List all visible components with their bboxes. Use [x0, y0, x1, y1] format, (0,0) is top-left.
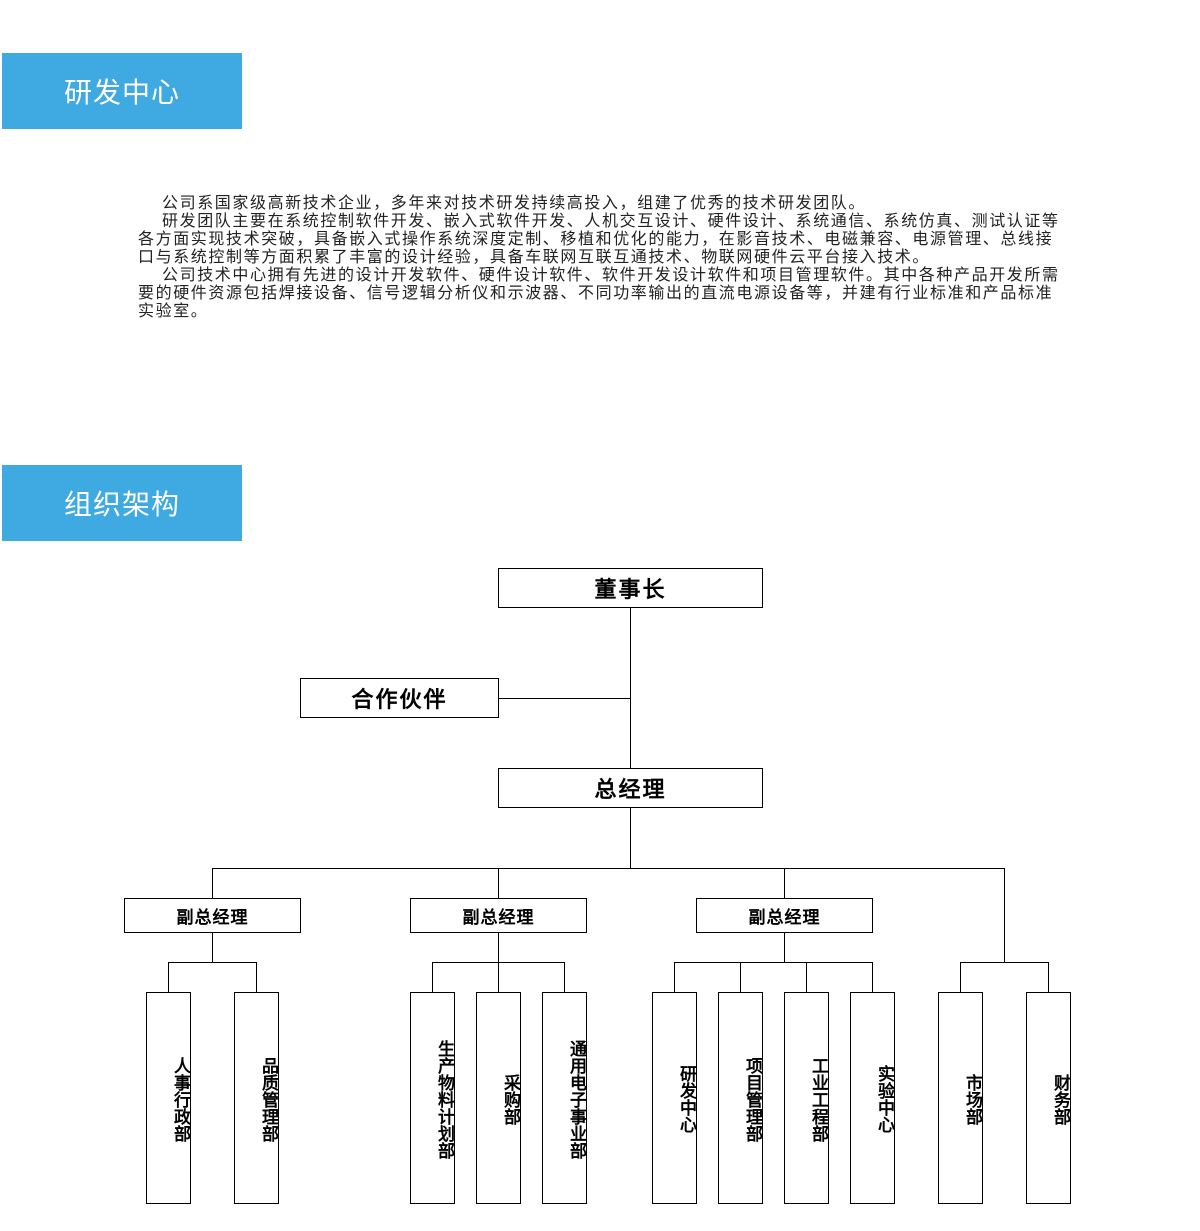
section-header-org: 组织架构 [2, 465, 242, 541]
dept-box: 研发中心 [652, 992, 697, 1204]
dept-box: 通用电子事业部 [542, 992, 587, 1204]
vp-box: 副总经理 [410, 898, 587, 933]
dept-box: 人事行政部 [146, 992, 191, 1204]
intro-paragraph: 公司系国家级高新技术企业，多年来对技术研发持续高投入，组建了优秀的技术研发团队。 [162, 193, 867, 212]
dept-box: 采购部 [476, 992, 521, 1204]
vp-box: 副总经理 [124, 898, 301, 933]
vp-box: 副总经理 [696, 898, 873, 933]
dept-box: 品质管理部 [234, 992, 279, 1204]
dept-box: 实验中心 [850, 992, 895, 1204]
dept-box: 项目管理部 [718, 992, 763, 1204]
intro-text: 公司系国家级高新技术企业，多年来对技术研发持续高投入，组建了优秀的技术研发团队。… [138, 194, 1063, 320]
gm-box: 总经理 [498, 768, 763, 808]
section-header-rd: 研发中心 [2, 53, 242, 129]
partner-box: 合作伙伴 [300, 678, 499, 718]
dept-box: 生产物料计划部 [410, 992, 455, 1204]
dept-box: 工业工程部 [784, 992, 829, 1204]
dept-box: 市场部 [938, 992, 983, 1204]
dept-box: 财务部 [1026, 992, 1071, 1204]
chairman-box: 董事长 [498, 568, 763, 608]
intro-paragraph: 公司技术中心拥有先进的设计开发软件、硬件设计软件、软件开发设计软件和项目管理软件… [138, 265, 1060, 320]
intro-paragraph: 研发团队主要在系统控制软件开发、嵌入式软件开发、人机交互设计、硬件设计、系统通信… [138, 211, 1060, 266]
